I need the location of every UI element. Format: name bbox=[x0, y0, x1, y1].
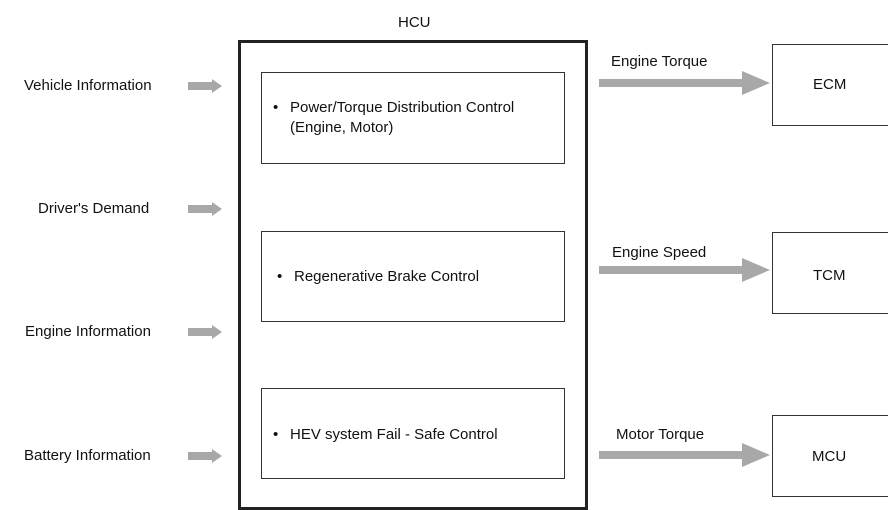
module-label-mcu: MCU bbox=[812, 448, 847, 465]
bullet: • bbox=[273, 426, 279, 443]
input-arrow-battery-information bbox=[188, 449, 222, 463]
module-label-tcm: TCM bbox=[813, 267, 846, 284]
input-arrow-drivers-demand bbox=[188, 202, 222, 216]
hcu-title: HCU bbox=[398, 14, 431, 31]
input-label-drivers-demand: Driver's Demand bbox=[38, 200, 150, 217]
function-line-1: Power/Torque Distribution Control bbox=[290, 99, 515, 116]
input-arrow-vehicle-information bbox=[188, 79, 222, 93]
bullet: • bbox=[273, 99, 279, 116]
function-box-regenerative-brake: • Regenerative Brake Control bbox=[261, 231, 565, 322]
arrow-layer bbox=[188, 71, 770, 467]
output-signal-engine-torque: Engine Torque bbox=[611, 53, 708, 70]
output-arrow-engine-speed bbox=[599, 258, 770, 282]
output-arrow-motor-torque bbox=[599, 443, 770, 467]
function-box-fail-safe: • HEV system Fail - Safe Control bbox=[261, 388, 565, 479]
input-label-vehicle-information: Vehicle Information bbox=[24, 77, 152, 94]
output-signal-motor-torque: Motor Torque bbox=[616, 426, 705, 443]
module-label-ecm: ECM bbox=[813, 76, 847, 93]
module-box-ecm: ECM bbox=[772, 44, 888, 126]
function-text-regenerative-brake: • Regenerative Brake Control bbox=[277, 267, 479, 287]
function-text-power-torque: • Power/Torque Distribution Control (Eng… bbox=[273, 98, 514, 138]
input-label-battery-information: Battery Information bbox=[24, 447, 151, 464]
output-arrow-engine-torque bbox=[599, 71, 770, 95]
function-box-power-torque: • Power/Torque Distribution Control (Eng… bbox=[261, 72, 565, 164]
input-arrow-engine-information bbox=[188, 325, 222, 339]
module-box-mcu: MCU bbox=[772, 415, 888, 497]
function-text-fail-safe: • HEV system Fail - Safe Control bbox=[273, 425, 498, 445]
function-line-1: Regenerative Brake Control bbox=[294, 268, 480, 285]
module-box-tcm: TCM bbox=[772, 232, 888, 314]
function-line-1: HEV system Fail - Safe Control bbox=[290, 426, 498, 443]
input-label-engine-information: Engine Information bbox=[25, 323, 151, 340]
function-line-2: (Engine, Motor) bbox=[290, 119, 394, 136]
bullet: • bbox=[277, 268, 283, 285]
output-signal-engine-speed: Engine Speed bbox=[612, 244, 707, 261]
